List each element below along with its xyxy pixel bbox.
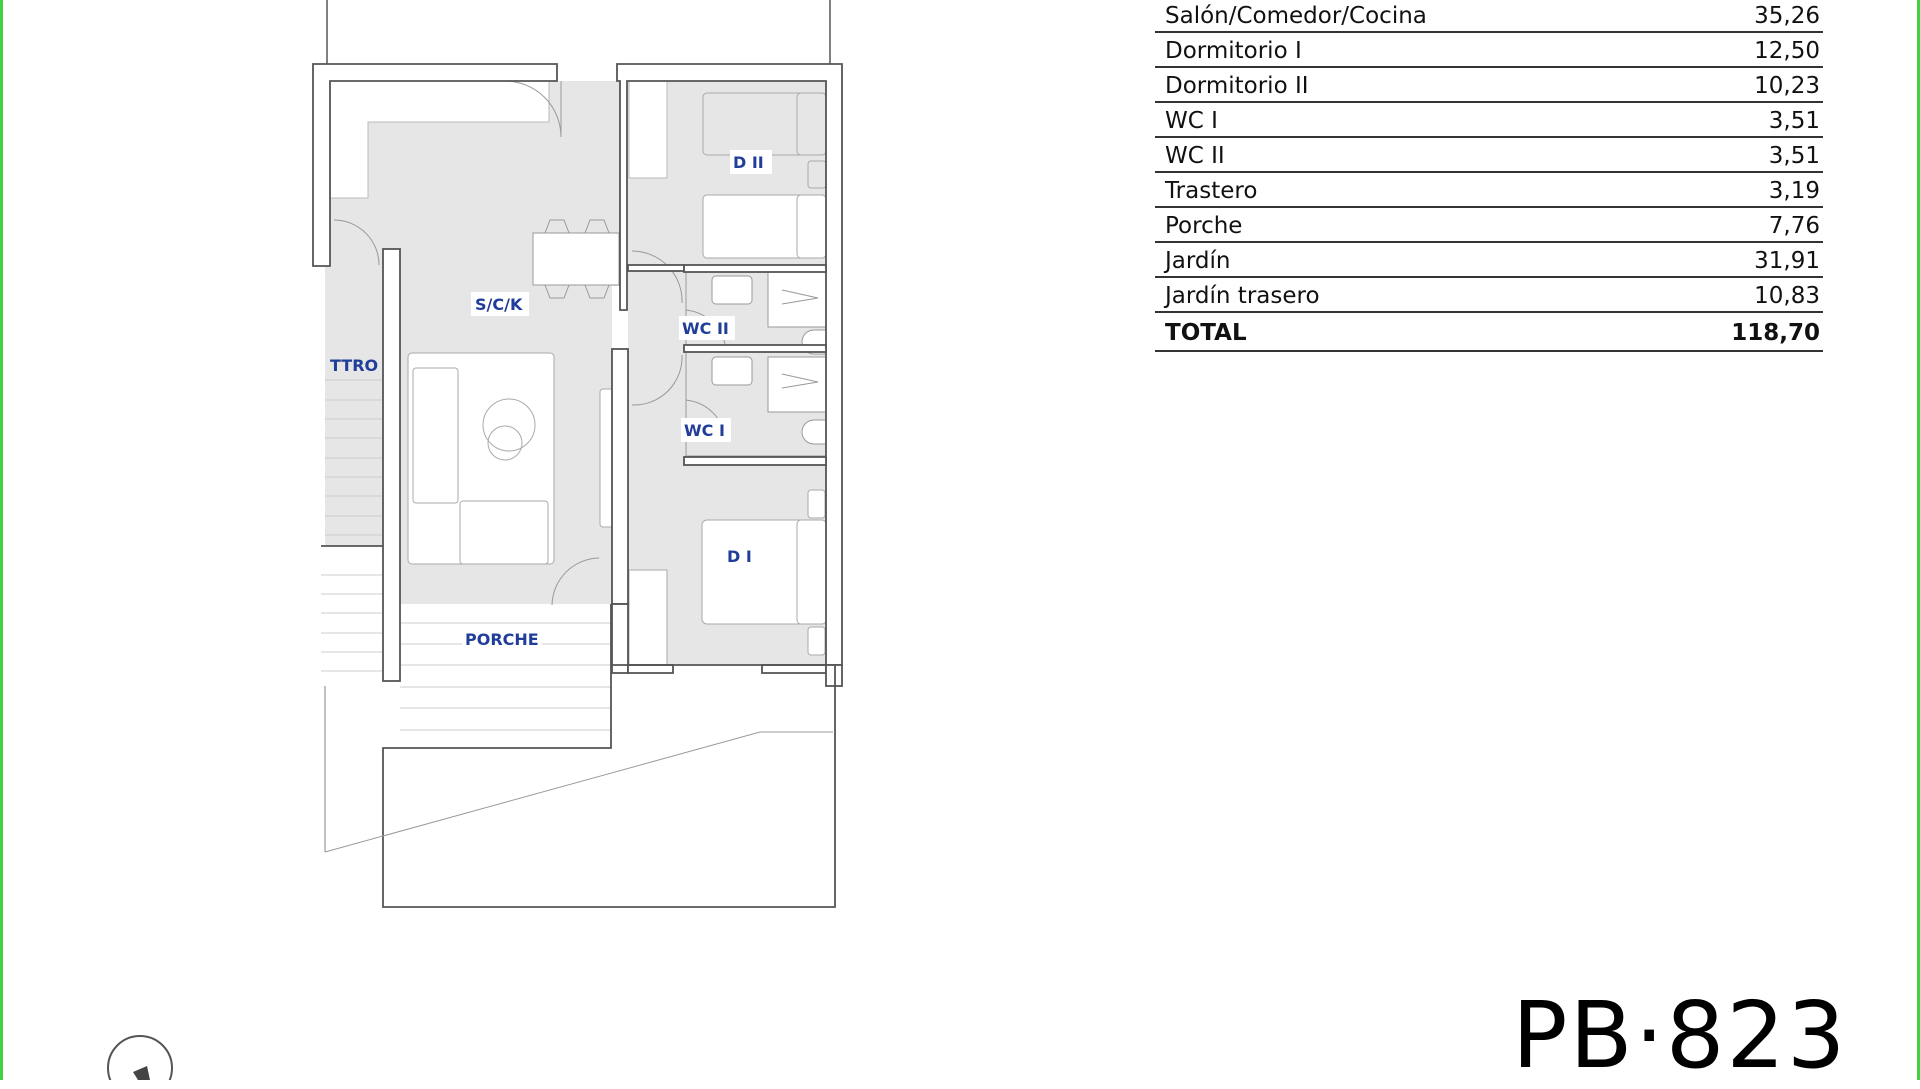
dining-table	[532, 219, 620, 299]
room-label-wc2: WC II	[682, 319, 729, 338]
room-label-wc1: WC I	[684, 421, 725, 440]
room-label-porche: PORCHE	[465, 630, 539, 649]
unit-code: PB·823	[1512, 982, 1848, 1089]
walls	[312, 63, 843, 687]
hatching	[321, 379, 611, 731]
bedroom-1-bed	[628, 489, 827, 671]
north-arrow-icon	[107, 1035, 173, 1080]
living-furniture	[407, 352, 621, 565]
room-label-d1: D I	[727, 547, 752, 566]
frame-border-right	[1917, 0, 1920, 1080]
kitchen-counter	[329, 80, 668, 199]
back-garden	[326, 0, 831, 64]
garden	[321, 545, 836, 908]
bedroom-2-beds	[702, 92, 827, 259]
room-label-d2: D II	[733, 153, 764, 172]
room-label-sck: S/C/K	[475, 295, 523, 314]
room-label-ttro: TTRO	[330, 356, 378, 375]
room-labels: S/C/K D II WC II WC I TTRO PORCHE D I	[330, 150, 772, 651]
frame-border-left	[0, 0, 3, 1080]
